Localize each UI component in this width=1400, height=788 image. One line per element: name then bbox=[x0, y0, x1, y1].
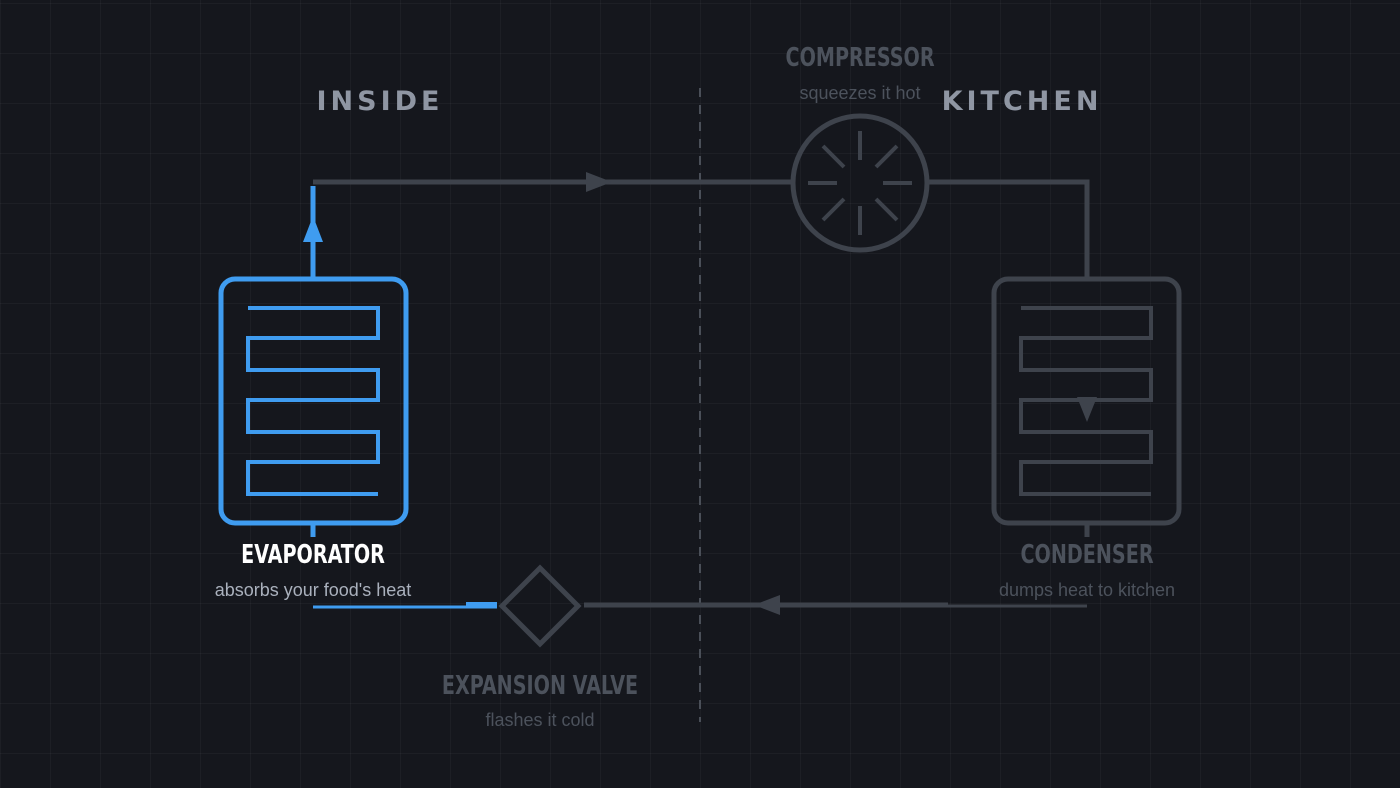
expansion-valve-title: EXPANSION VALVE bbox=[442, 670, 638, 701]
evaporator-subtitle: absorbs your food's heat bbox=[215, 580, 412, 600]
flow-arrow-up-icon bbox=[303, 216, 323, 242]
compressor-icon bbox=[790, 113, 930, 253]
compressor-title: COMPRESSOR bbox=[786, 42, 936, 73]
condenser-icon bbox=[991, 276, 1182, 526]
flow-arrow-right-icon bbox=[586, 172, 612, 192]
compressor-subtitle: squeezes it hot bbox=[799, 83, 920, 103]
pipe-compressor-to-condenser bbox=[927, 179, 1090, 278]
expansion-valve-subtitle: flashes it cold bbox=[485, 710, 594, 730]
condenser-subtitle: dumps heat to kitchen bbox=[999, 580, 1175, 600]
flow-arrow-left-icon bbox=[754, 595, 780, 615]
zone-label-kitchen: KITCHEN bbox=[942, 86, 1103, 117]
condenser-title: CONDENSER bbox=[1020, 539, 1154, 570]
expansion-valve-icon bbox=[498, 564, 582, 648]
evaporator-title: EVAPORATOR bbox=[241, 539, 385, 570]
zone-label-inside: INSIDE bbox=[317, 86, 444, 117]
flow-arrow-down-icon bbox=[1077, 397, 1097, 422]
evaporator-icon bbox=[218, 276, 409, 526]
